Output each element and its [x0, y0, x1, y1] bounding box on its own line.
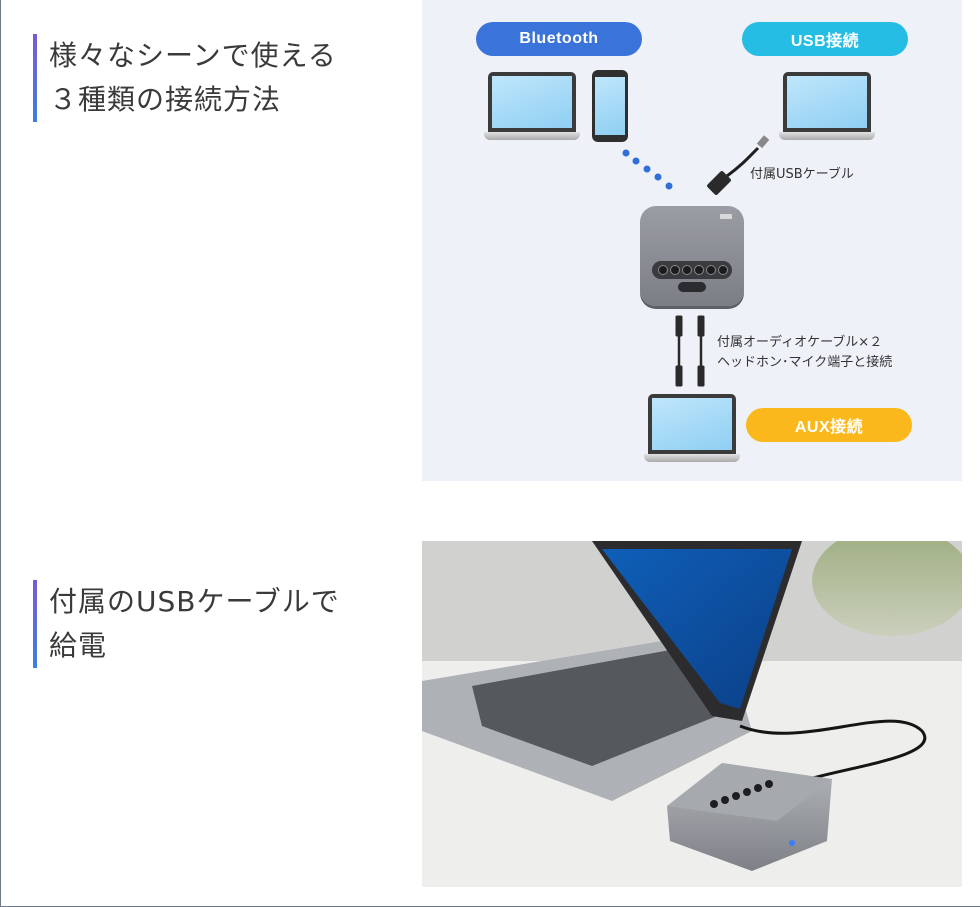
laptop-aux-icon — [644, 394, 740, 464]
usb-pill: USB接続 — [742, 22, 908, 56]
laptop-usb-icon — [779, 72, 875, 142]
usb-cable-icon — [707, 135, 770, 195]
audio-cable-icon — [675, 315, 705, 387]
laptop-bluetooth-icon — [484, 72, 580, 142]
aux-pill: AUX接続 — [746, 408, 912, 442]
audio-cable-caption-line-1: 付属オーディオケーブル×２ — [717, 335, 883, 350]
speakerphone-icon — [640, 206, 744, 306]
heading-line-2: ３種類の接続方法 — [49, 83, 282, 116]
heading-connection-methods: 様々なシーンで使える ３種類の接続方法 — [33, 34, 409, 122]
usb-cable-caption: 付属USBケーブル — [750, 167, 854, 182]
connector-lines — [622, 135, 770, 387]
heading-line-1: 付属のUSBケーブルで — [49, 585, 340, 618]
product-photo — [422, 541, 962, 887]
bluetooth-pill: Bluetooth — [476, 22, 642, 56]
connection-diagram: Bluetooth USB接続 — [422, 0, 962, 481]
laptop-speaker-photo-illustration — [422, 541, 962, 887]
heading-line-2: 給電 — [49, 629, 108, 662]
bluetooth-signal-dots — [622, 149, 673, 190]
left-border — [0, 0, 1, 907]
audio-cable-caption-line-2: ヘッドホン･マイク端子と接続 — [717, 355, 893, 370]
audio-cable-caption: 付属オーディオケーブル×２ ヘッドホン･マイク端子と接続 — [717, 333, 892, 373]
heading-line-1: 様々なシーンで使える — [49, 39, 337, 72]
smartphone-icon — [592, 70, 628, 142]
heading-usb-power: 付属のUSBケーブルで 給電 — [33, 580, 409, 668]
